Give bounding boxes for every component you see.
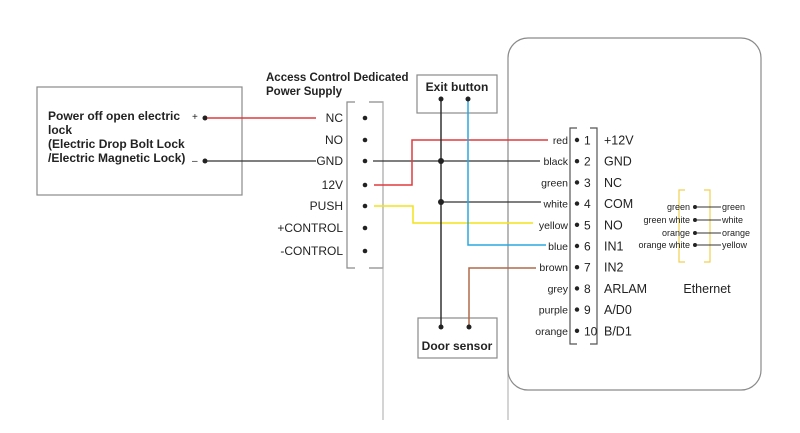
- controller-terminal-dot: [574, 307, 580, 312]
- power-supply-terminal-dot: [362, 182, 368, 188]
- controller-terminal-dot: [574, 328, 580, 333]
- junction-dot-com: [438, 199, 444, 205]
- lock-title-line-2: lock: [48, 123, 72, 137]
- exit-button-terminal-1: [438, 96, 444, 102]
- controller-terminal-dot: [574, 265, 580, 270]
- controller-wire-color-label: blue: [548, 241, 568, 253]
- controller-terminal-dot: [574, 159, 580, 164]
- controller-terminal-number: 3: [584, 176, 591, 190]
- ethernet-pin-dot: [693, 231, 697, 235]
- door-sensor-terminal-2: [466, 324, 472, 330]
- controller-terminal-number: 9: [584, 303, 591, 317]
- exit-button-box: Exit button: [416, 74, 498, 114]
- power-supply-terminal-label: -CONTROL: [280, 244, 343, 258]
- controller-terminal-dot: [574, 137, 580, 143]
- power-supply-terminal-label: NC: [326, 111, 344, 125]
- exit-button-label: Exit button: [426, 80, 489, 94]
- controller-terminal-name: NC: [604, 176, 622, 190]
- controller-terminal-number: 8: [584, 282, 591, 296]
- lock-plus-label: +: [192, 112, 198, 123]
- ethernet-right-label: green: [722, 202, 745, 212]
- lock-plus-terminal: [202, 115, 208, 121]
- controller-terminal-number: 4: [584, 197, 591, 211]
- power-supply-terminal-dot: [362, 115, 368, 121]
- power-supply-terminal-dot: [362, 225, 368, 231]
- junction-dot-gnd: [438, 158, 444, 164]
- power-supply-terminal-dot: [362, 137, 368, 143]
- ethernet-bracket: [678, 189, 711, 263]
- controller-terminal-name: B/D1: [604, 324, 632, 338]
- door-sensor-label: Door sensor: [422, 339, 493, 353]
- controller-terminal-number: 6: [584, 240, 591, 254]
- controller-wire-color-label: orange: [535, 326, 568, 338]
- lock-title-line-3: (Electric Drop Bolt Lock: [48, 137, 185, 151]
- controller-terminal-block: [569, 127, 598, 345]
- controller-terminal-name: COM: [604, 197, 633, 211]
- door-sensor-box: Door sensor: [417, 317, 498, 359]
- power-supply-terminal-label: +CONTROL: [277, 221, 343, 235]
- ethernet-pin-dot: [693, 205, 697, 209]
- controller-terminal-name: A/D0: [604, 303, 632, 317]
- power-supply-terminal-dot: [362, 203, 368, 209]
- wire-sensor-to-in2: [468, 267, 536, 326]
- ethernet-right-label: orange: [722, 228, 750, 238]
- controller-terminal-dot: [574, 201, 580, 206]
- lock-title-line-4: /Electric Magnetic Lock): [48, 151, 185, 165]
- controller-terminal-dot: [574, 286, 580, 291]
- controller-terminal-name: GND: [604, 155, 632, 169]
- controller-terminal-dot: [574, 243, 580, 249]
- controller-terminal-number: 1: [584, 134, 591, 148]
- wire-12v-to-controller: [374, 139, 548, 186]
- wire-push-to-no: [374, 205, 533, 224]
- controller-terminal-name: ARLAM: [604, 282, 647, 296]
- ethernet-pin-dot: [693, 243, 697, 247]
- ethernet-left-label: green: [667, 202, 690, 212]
- controller-wire-color-label: black: [543, 156, 568, 168]
- ethernet-right-label: yellow: [722, 240, 748, 250]
- power-supply-terminal-label: 12V: [322, 178, 343, 192]
- ethernet-left-label: green white: [643, 215, 690, 225]
- lock-minus-label: –: [192, 156, 198, 167]
- controller-terminal-name: IN1: [604, 240, 624, 254]
- controller-wire-color-label: brown: [539, 262, 568, 274]
- controller-box: [507, 37, 762, 391]
- wires: [207, 99, 548, 326]
- controller-wire-color-label: white: [542, 199, 568, 211]
- power-supply-terminal-label: NO: [325, 133, 343, 147]
- ethernet-label: Ethernet: [683, 282, 731, 296]
- door-sensor-terminal-1: [438, 324, 444, 330]
- controller-wire-color-label: purple: [539, 305, 568, 317]
- controller-wire-color-label: green: [541, 177, 568, 189]
- lock-minus-terminal: [202, 158, 208, 164]
- controller-terminal-name: +12V: [604, 134, 634, 148]
- power-supply-terminal-dot: [362, 248, 368, 254]
- power-supply-title-line-2: Power Supply: [266, 86, 343, 98]
- controller-terminal-dot: [574, 222, 580, 227]
- controller-terminal-name: NO: [604, 218, 623, 232]
- power-supply-terminal-label: PUSH: [310, 199, 343, 213]
- power-supply-terminal-label: GND: [316, 154, 343, 168]
- ethernet-left-label: orange white: [638, 240, 690, 250]
- ethernet-left-label: orange: [662, 228, 690, 238]
- lock-title-line-1: Power off open electric: [48, 109, 180, 123]
- controller-wire-color-label: grey: [548, 283, 569, 295]
- controller-wire-color-label: yellow: [539, 220, 569, 232]
- controller-terminal-dot: [574, 180, 580, 185]
- controller-terminal-name: IN2: [604, 261, 624, 275]
- exit-button-terminal-2: [465, 96, 471, 102]
- power-supply-terminal-dot: [362, 158, 368, 164]
- controller-wire-color-label: red: [553, 135, 568, 147]
- controller-terminal-number: 2: [584, 155, 591, 169]
- controller-terminal-number: 5: [584, 218, 591, 232]
- wire-exit-to-in1: [467, 99, 546, 246]
- lock-box: Power off open electric lock (Electric D…: [36, 86, 243, 196]
- ethernet-pin-dot: [693, 218, 697, 222]
- controller-terminal-number: 10: [584, 324, 598, 338]
- power-supply-title-line-1: Access Control Dedicated: [266, 72, 409, 84]
- ethernet-right-label: white: [721, 215, 743, 225]
- controller-terminal-number: 7: [584, 261, 591, 275]
